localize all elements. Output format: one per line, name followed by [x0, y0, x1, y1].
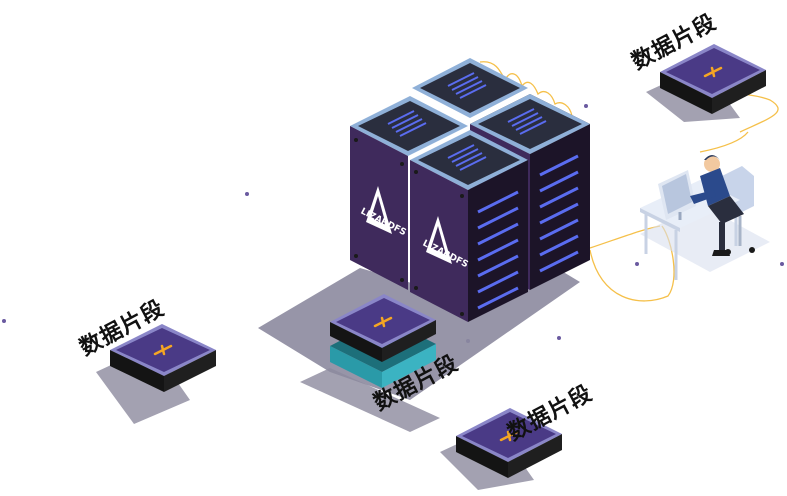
shard-top-right [646, 44, 766, 122]
shard-icon [499, 430, 519, 442]
shard-icon [703, 66, 723, 78]
server-front: LIZARDFS [410, 130, 528, 322]
shard-left [96, 324, 216, 424]
user-workstation-icon [640, 155, 770, 280]
server-right-top [470, 94, 590, 154]
shard-icon [373, 316, 393, 328]
server-left: LIZARDFS [350, 96, 468, 290]
shard-icon [153, 344, 173, 356]
server-back [412, 58, 528, 118]
shard-bottom [440, 408, 562, 490]
shard-stacked [300, 294, 440, 432]
server-cluster: LIZARDFS [350, 58, 590, 322]
